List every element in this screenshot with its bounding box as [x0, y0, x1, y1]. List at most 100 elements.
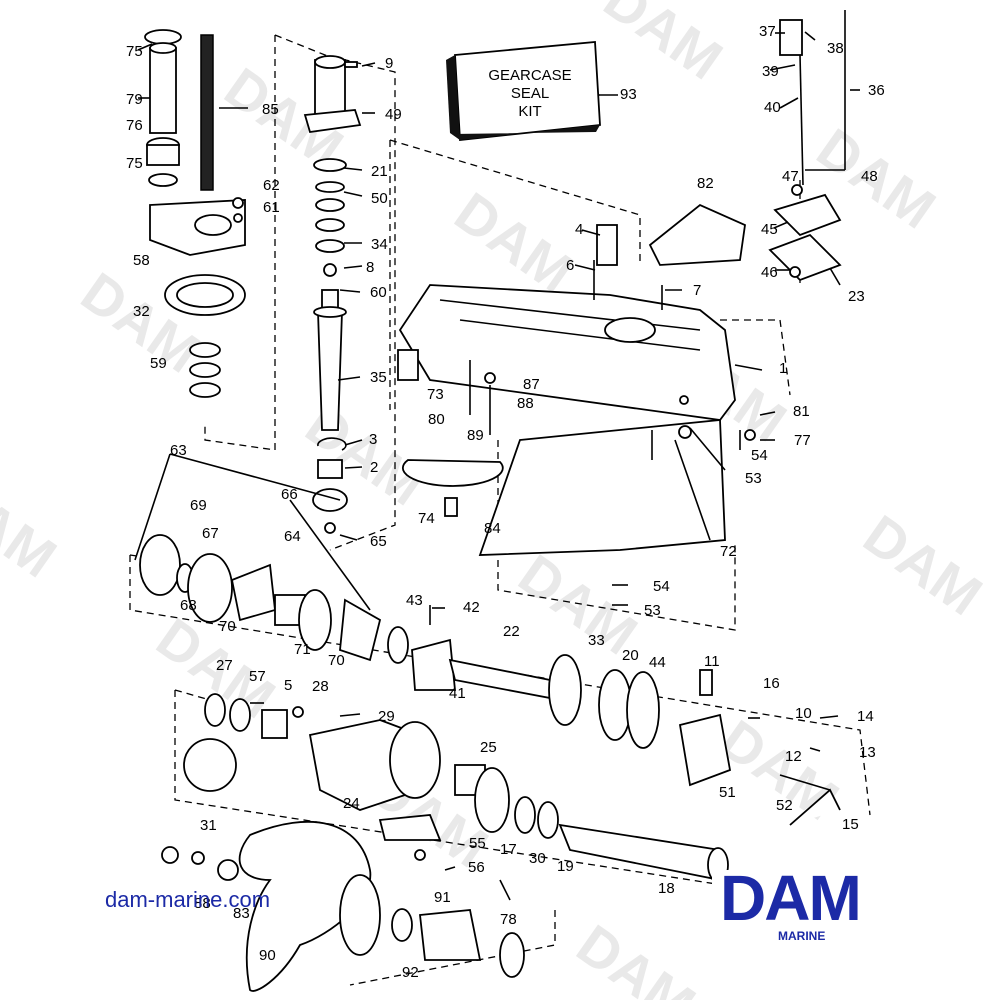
callout-33: 33 [588, 632, 605, 649]
callout-63: 63 [170, 442, 187, 459]
callout-87: 87 [523, 376, 540, 393]
callout-79: 79 [126, 91, 143, 108]
callout-25: 25 [480, 739, 497, 756]
callout-91: 91 [434, 889, 451, 906]
callout-9: 9 [385, 55, 393, 72]
callout-68: 68 [180, 597, 197, 614]
watermark-text: DAM [593, 0, 734, 91]
callout-54: 54 [751, 447, 768, 464]
callout-56: 56 [468, 859, 485, 876]
callout-84: 84 [484, 520, 501, 537]
callout-29: 29 [378, 708, 395, 725]
callout-numbers: 7579857675586261325994921503486035326665… [126, 23, 885, 981]
callout-15: 15 [842, 816, 859, 833]
gearcase-seal-kit: GEARCASE SEAL KIT 93 [446, 41, 637, 141]
callout-55: 55 [469, 835, 486, 852]
callout-49: 49 [385, 106, 402, 123]
callout-65: 65 [370, 533, 387, 550]
callout-58: 58 [133, 252, 150, 269]
callout-81: 81 [793, 403, 810, 420]
callout-17: 17 [500, 841, 517, 858]
callout-71: 71 [294, 641, 311, 658]
callout-23: 23 [848, 288, 865, 305]
brand-background [712, 870, 902, 950]
callout-6: 6 [566, 257, 574, 274]
callout-61: 61 [263, 199, 280, 216]
callout-80: 80 [428, 411, 445, 428]
callout-21: 21 [371, 163, 388, 180]
callout-75: 75 [126, 43, 143, 60]
callout-48: 48 [861, 168, 878, 185]
callout-88: 88 [194, 895, 211, 912]
brand-subtitle: MARINE [778, 929, 825, 943]
callout-53: 53 [745, 470, 762, 487]
kit-line-2: SEAL [511, 85, 549, 102]
callout-41: 41 [449, 685, 466, 702]
brand-name: DAM [720, 862, 860, 934]
callout-54: 54 [653, 578, 670, 595]
callout-75: 75 [126, 155, 143, 172]
callout-70: 70 [328, 652, 345, 669]
callout-44: 44 [649, 654, 666, 671]
callout-7: 7 [693, 282, 701, 299]
callout-10: 10 [795, 705, 812, 722]
callout-82: 82 [697, 175, 714, 192]
callout-60: 60 [370, 284, 387, 301]
callout-51: 51 [719, 784, 736, 801]
website-link[interactable]: dam-marine.com [105, 887, 270, 912]
callout-57: 57 [249, 668, 266, 685]
callout-83: 83 [233, 905, 250, 922]
callout-90: 90 [259, 947, 276, 964]
callout-27: 27 [216, 657, 233, 674]
callout-42: 42 [463, 599, 480, 616]
callout-74: 74 [418, 510, 435, 527]
callout-30: 30 [529, 850, 546, 867]
callout-62: 62 [263, 177, 280, 194]
callout-12: 12 [785, 748, 802, 765]
callout-16: 16 [763, 675, 780, 692]
callout-22: 22 [503, 623, 520, 640]
callout-2: 2 [370, 459, 378, 476]
callout-36: 36 [868, 82, 885, 99]
callout-35: 35 [370, 369, 387, 386]
callout-47: 47 [782, 168, 799, 185]
callout-76: 76 [126, 117, 143, 134]
callout-8: 8 [366, 259, 374, 276]
callout-20: 20 [622, 647, 639, 664]
callout-85: 85 [262, 101, 279, 118]
callout-3: 3 [369, 431, 377, 448]
callout-37: 37 [759, 23, 776, 40]
callout-14: 14 [857, 708, 874, 725]
kit-line-3: KIT [518, 103, 541, 120]
callout-40: 40 [764, 99, 781, 116]
callout-50: 50 [371, 190, 388, 207]
callout-77: 77 [794, 432, 811, 449]
callout-19: 19 [557, 858, 574, 875]
watermark-text: DAM [853, 503, 994, 628]
kit-line-1: GEARCASE [488, 67, 571, 84]
callout-28: 28 [312, 678, 329, 695]
dam-marine-logo: DAM MARINE [712, 862, 902, 950]
callout-53: 53 [644, 602, 661, 619]
callout-67: 67 [202, 525, 219, 542]
callout-24: 24 [343, 795, 360, 812]
callout-32: 32 [133, 303, 150, 320]
callout-39: 39 [762, 63, 779, 80]
callout-78: 78 [500, 911, 517, 928]
parts-layer [139, 19, 842, 992]
callout-52: 52 [776, 797, 793, 814]
callout-46: 46 [761, 264, 778, 281]
callout-38: 38 [827, 40, 844, 57]
callout-5: 5 [284, 677, 292, 694]
leader-lines [134, 10, 860, 901]
callout-66: 66 [281, 486, 298, 503]
callout-73: 73 [427, 386, 444, 403]
callout-45: 45 [761, 221, 778, 238]
callout-4: 4 [575, 221, 583, 238]
callout-34: 34 [371, 236, 388, 253]
callout-64: 64 [284, 528, 301, 545]
callout-92: 92 [402, 964, 419, 981]
callout-13: 13 [859, 744, 876, 761]
